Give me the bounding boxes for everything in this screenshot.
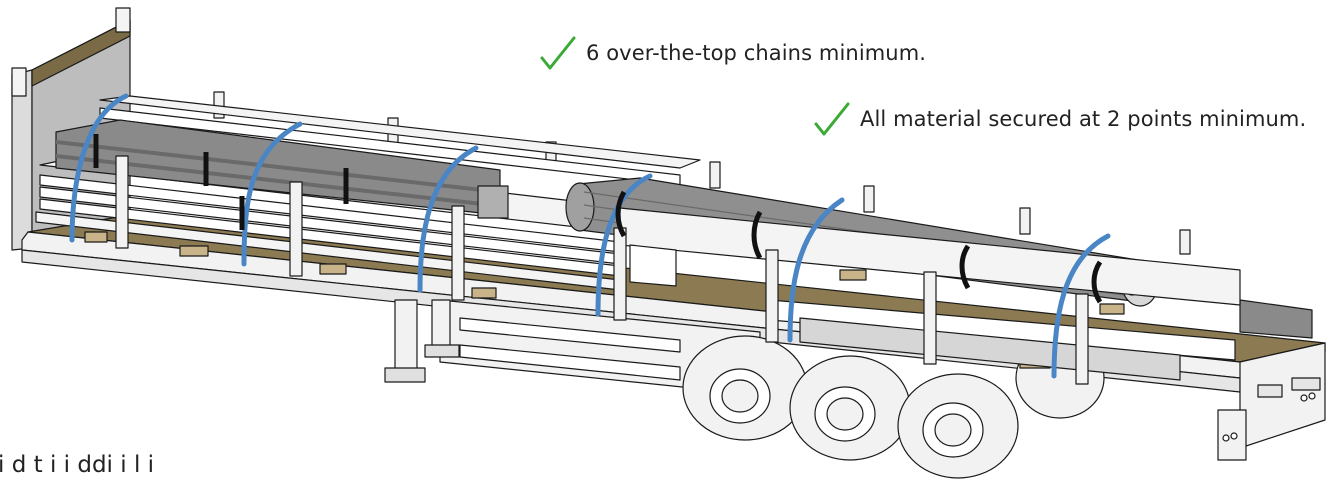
- caption-text: i d t i i ddi i l i: [0, 452, 155, 478]
- bundle-bands: [93, 134, 1103, 304]
- chains: [69, 93, 1111, 379]
- checkmark-icon: [540, 36, 576, 70]
- chain: [595, 173, 653, 317]
- chain: [241, 121, 303, 267]
- chain: [69, 93, 129, 243]
- chain: [417, 145, 479, 293]
- wheel: [789, 355, 911, 461]
- checkmark-spacer: [538, 36, 578, 70]
- checkmark-spacer: [812, 102, 852, 136]
- rear-bumper: [1217, 342, 1326, 461]
- trailer-chassis: [384, 299, 761, 396]
- annotation-chains: 6 over-the-top chains minimum.: [538, 36, 926, 70]
- chain: [787, 197, 845, 343]
- stanchions-front: [115, 155, 1089, 385]
- flat-bar-stack: [35, 95, 701, 291]
- checkmark-icon: [814, 102, 850, 136]
- chain: [1051, 233, 1111, 379]
- annotation-text: 6 over-the-top chains minimum.: [586, 41, 927, 65]
- square-tube-bundles: [55, 119, 1313, 339]
- wheel: [682, 335, 808, 441]
- annotation-securing-points: All material secured at 2 points minimum…: [812, 102, 1306, 136]
- annotation-text: All material secured at 2 points minimum…: [860, 107, 1307, 131]
- wheel: [897, 373, 1019, 479]
